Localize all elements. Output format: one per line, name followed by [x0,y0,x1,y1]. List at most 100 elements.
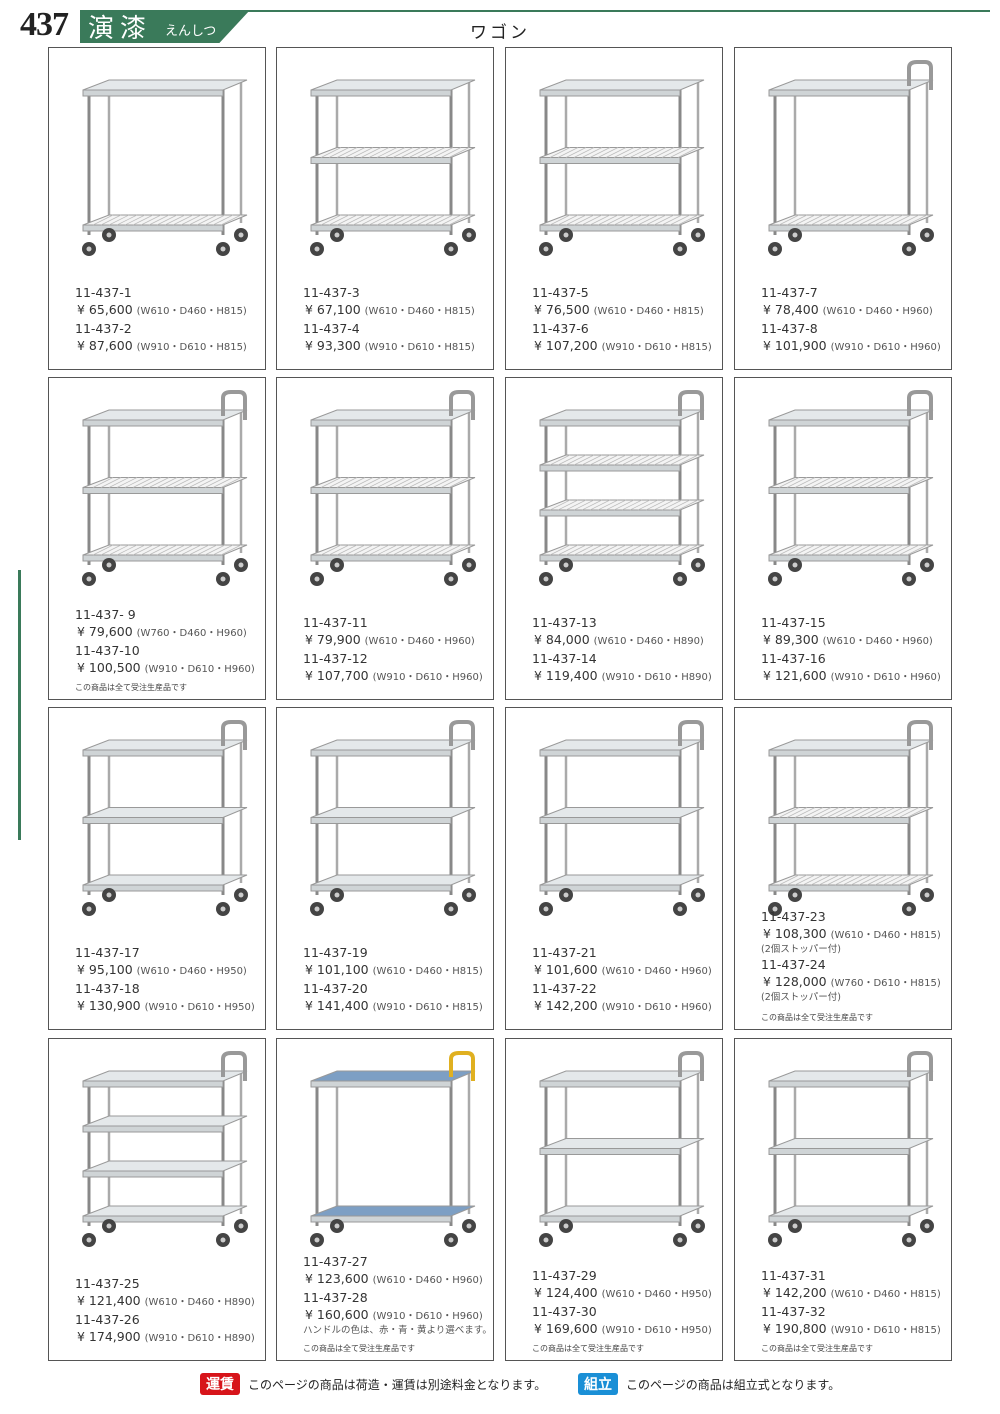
product-code: 11-437-19 [303,945,368,960]
product-dimensions: (W610・D460・H950) [601,1289,712,1300]
product-code: 11-437-31 [761,1268,826,1283]
made-to-order-note: この商品は全て受注生産品です [303,1344,415,1353]
product-code: 11-437-23 [761,909,826,924]
product-dimensions: (W910・D610・H815) [136,342,247,353]
price-value: ¥ 87,600 [77,338,133,353]
cart-image [82,390,248,586]
product-card: 11-437-13¥ 84,000 (W610・D460・H890)11-437… [505,377,723,700]
price-value: ¥ 190,800 [763,1321,827,1336]
product-card: 11-437-27¥ 123,600 (W610・D460・H960)11-43… [276,1038,494,1361]
product-price: ¥ 121,400 (W610・D460・H890) [75,1292,255,1311]
product-dimensions: (W760・D460・H960) [136,628,247,639]
product-code: 11-437-21 [532,945,597,960]
cart-image [82,79,248,256]
price-value: ¥ 101,600 [534,962,598,977]
section-title: 演漆 [88,14,153,44]
price-value: ¥ 108,300 [763,926,827,941]
category-title: ワゴン [470,23,530,43]
page-number: 437 [20,6,69,43]
price-value: ¥ 121,600 [763,668,827,683]
product-card: 11-437-15¥ 89,300 (W610・D460・H960)11-437… [734,377,952,700]
product-price: ¥ 101,600 (W610・D460・H960) [532,961,712,980]
stopper-note: (2個ストッパー付) [761,992,841,1003]
product-caption: 11-437-1¥ 65,600 (W610・D460・H815)11-437-… [75,284,247,356]
product-price: ¥ 142,200 (W910・D610・H960) [532,997,712,1016]
product-caption: 11-437-13¥ 84,000 (W610・D460・H890)11-437… [532,614,712,686]
assembly-text: このページの商品は組立式となります。 [626,1377,841,1392]
price-value: ¥ 67,100 [305,302,361,317]
product-dimensions: (W610・D460・H815) [372,966,483,977]
price-value: ¥ 65,600 [77,302,133,317]
cart-image [768,1051,934,1247]
product-price: ¥ 84,000 (W610・D460・H890) [532,631,712,650]
stopper-note: (2個ストッパー付) [761,944,841,955]
product-dimensions: (W910・D610・H815) [372,1002,483,1013]
cart-image [82,720,248,916]
product-caption: 11-437-11¥ 79,900 (W610・D460・H960)11-437… [303,614,483,686]
price-value: ¥ 119,400 [534,668,598,683]
product-price: ¥ 174,900 (W910・D610・H890) [75,1328,255,1347]
product-code: 11-437-18 [75,981,140,996]
product-dimensions: (W910・D610・H950) [144,1002,255,1013]
product-caption: 11-437-27¥ 123,600 (W610・D460・H960)11-43… [303,1253,492,1337]
product-dimensions: (W910・D610・H960) [372,672,483,683]
product-price: ¥ 124,400 (W610・D460・H950) [532,1284,712,1303]
product-card: 11-437-1¥ 65,600 (W610・D460・H815)11-437-… [48,47,266,370]
product-dimensions: (W610・D460・H815) [830,1289,941,1300]
cart-image [310,1051,476,1247]
shipping-tag: 運賃 [200,1373,240,1395]
product-dimensions: (W910・D610・H960) [601,1002,712,1013]
product-dimensions: (W610・D460・H960) [372,1275,483,1286]
product-code: 11-437-26 [75,1312,140,1327]
price-value: ¥ 123,600 [305,1271,369,1286]
product-price: ¥ 160,600 (W910・D610・H960) [303,1306,492,1325]
product-code: 11-437-16 [761,651,826,666]
product-price: ¥ 121,600 (W910・D610・H960) [761,667,941,686]
product-price: ¥ 142,200 (W610・D460・H815) [761,1284,941,1303]
price-value: ¥ 160,600 [305,1307,369,1322]
product-code: 11-437-12 [303,651,368,666]
product-code: 11-437-1 [75,285,132,300]
product-caption: 11-437-15¥ 89,300 (W610・D460・H960)11-437… [761,614,941,686]
product-dimensions: (W610・D460・H815) [136,306,247,317]
price-value: ¥ 124,400 [534,1285,598,1300]
product-dimensions: (W610・D460・H960) [822,636,933,647]
product-dimensions: (W610・D460・H960) [601,966,712,977]
cart-image [82,1051,248,1247]
product-price: ¥ 65,600 (W610・D460・H815) [75,301,247,320]
section-band [80,10,250,43]
product-code: 11-437-28 [303,1290,368,1305]
product-code: 11-437-14 [532,651,597,666]
product-card: 11-437-11¥ 79,900 (W610・D460・H960)11-437… [276,377,494,700]
price-value: ¥ 174,900 [77,1329,141,1344]
product-dimensions: (W910・D610・H815) [364,342,475,353]
made-to-order-note: この商品は全て受注生産品です [761,1013,873,1022]
product-card: 11-437-21¥ 101,600 (W610・D460・H960)11-43… [505,707,723,1030]
product-caption: 11-437-7¥ 78,400 (W610・D460・H960)11-437-… [761,284,941,356]
price-value: ¥ 169,600 [534,1321,598,1336]
shipping-text: このページの商品は荷造・運賃は別途料金となります。 [248,1377,547,1392]
product-dimensions: (W910・D610・H960) [830,672,941,683]
product-caption: 11-437-5¥ 76,500 (W610・D460・H815)11-437-… [532,284,712,356]
cart-image [768,720,934,916]
product-dimensions: (W610・D460・H890) [593,636,704,647]
price-value: ¥ 101,100 [305,962,369,977]
product-price: ¥ 128,000 (W760・D610・H815) [761,973,941,992]
product-price: ¥ 95,100 (W610・D460・H950) [75,961,255,980]
price-value: ¥ 95,100 [77,962,133,977]
product-dimensions: (W610・D460・H960) [364,636,475,647]
handle-color-note: ハンドルの色は、赤・青・黄より選べます。 [303,1325,492,1336]
price-value: ¥ 142,200 [763,1285,827,1300]
cart-image [539,390,705,586]
price-value: ¥ 101,900 [763,338,827,353]
product-dimensions: (W910・D610・H960) [830,342,941,353]
product-dimensions: (W910・D610・H960) [372,1311,483,1322]
product-code: 11-437-13 [532,615,597,630]
product-price: ¥ 108,300 (W610・D460・H815) [761,925,941,944]
product-price: ¥ 123,600 (W610・D460・H960) [303,1270,492,1289]
product-code: 11-437-24 [761,957,826,972]
cart-image [539,720,705,916]
product-dimensions: (W760・D610・H815) [830,978,941,989]
product-caption: 11-437-17¥ 95,100 (W610・D460・H950)11-437… [75,944,255,1016]
product-price: ¥ 169,600 (W910・D610・H950) [532,1320,712,1339]
